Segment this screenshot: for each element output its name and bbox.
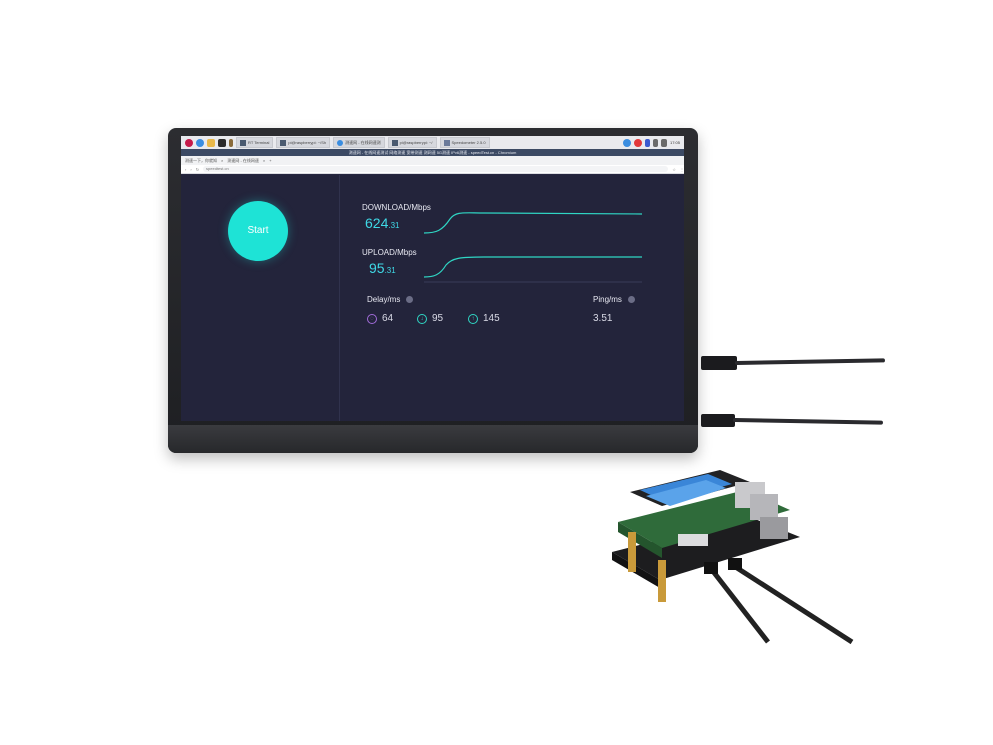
taskbar-task-3[interactable]: 测速网 - 在线网速测 (333, 137, 385, 148)
download-arrow-icon: ↓ (417, 313, 427, 324)
tab-close-icon[interactable]: × (221, 158, 224, 163)
address-bar: ‹ › ↻ speedtest.cn ☆ ⋮ (181, 165, 684, 174)
download-value: 624.31 (365, 215, 399, 231)
task-app-icon (240, 139, 246, 146)
panel-divider (339, 175, 340, 421)
tab-1[interactable]: 测速一下，你就知 (185, 157, 217, 163)
pi-plug-2 (728, 558, 742, 570)
start-button[interactable]: Start (228, 201, 288, 261)
usb-port (750, 494, 778, 520)
usb-c-plug-top (701, 356, 737, 370)
taskbar-task-1[interactable]: RT Terminal (236, 137, 274, 148)
url-input[interactable]: speedtest.cn (203, 166, 669, 172)
raspberry-pi-board (612, 470, 854, 645)
taskbar-task-2[interactable]: pi@raspberrypi: ~/Sh (276, 137, 331, 148)
task-app-icon (337, 139, 344, 146)
browser-icon[interactable] (196, 138, 204, 147)
ethernet-port (760, 517, 788, 539)
monitor-bezel (168, 425, 698, 453)
raspberry-menu-icon[interactable] (185, 138, 193, 147)
cable-bottom (732, 418, 884, 425)
standoff (658, 560, 666, 602)
window-title: 测速网 - 在线网速测试 网络测速 宽带测速 测网速 5G测速 IPv6测速 -… (181, 149, 684, 156)
standoff (628, 532, 636, 572)
upload-label: UPLOAD/Mbps (362, 248, 417, 257)
download-line (424, 212, 642, 234)
taskbar: RT Terminal pi@raspberrypi: ~/Sh 测速网 - 在… (181, 136, 684, 149)
portable-monitor: RT Terminal pi@raspberrypi: ~/Sh 测速网 - 在… (168, 128, 698, 453)
module-connector (678, 534, 708, 546)
terminal-icon[interactable] (218, 138, 226, 147)
pi-plug-1 (704, 562, 718, 574)
menu-icon[interactable]: ⋮ (680, 166, 684, 172)
task-app-icon (391, 139, 398, 146)
network-icon[interactable] (652, 138, 658, 147)
forward-icon[interactable]: › (190, 166, 192, 172)
task-app-icon (443, 139, 450, 146)
cable-to-pi-2 (732, 563, 854, 645)
cable-top (734, 358, 886, 365)
taskbar-task-5[interactable]: Speedometer 2.5.0 (439, 137, 490, 148)
tab-strip: 测速一下，你就知 × 测速网 - 在线网速 × + (181, 156, 684, 165)
update-icon[interactable] (622, 138, 631, 147)
delay-label: Delay/ms (367, 295, 414, 304)
download-dec: .31 (388, 221, 400, 230)
clock: 17:05 (669, 140, 680, 145)
delay-download: ↓ 95 (417, 313, 443, 324)
task-app-icon (280, 139, 287, 146)
back-icon[interactable]: ‹ (185, 166, 187, 172)
pi-hat-edge (618, 522, 662, 558)
upload-int: 95 (369, 260, 385, 276)
stop-icon[interactable] (633, 138, 642, 147)
screen: RT Terminal pi@raspberrypi: ~/Sh 测速网 - 在… (181, 136, 684, 421)
usb-c-plug-bottom (701, 414, 735, 427)
delay-upload: ↑ 145 (468, 313, 500, 324)
ping-info-icon[interactable] (627, 296, 635, 304)
ping-label: Ping/ms (593, 295, 635, 304)
speedtest-panel: Start DOWNLOAD/Mbps 624.31 UPLOAD/Mbps 9… (181, 175, 684, 421)
upload-arrow-icon: ↑ (468, 313, 478, 324)
idle-icon: ◌ (367, 313, 377, 324)
download-int: 624 (365, 215, 389, 231)
upload-line (424, 256, 642, 278)
bluetooth-icon[interactable] (644, 138, 650, 147)
upload-graph (424, 256, 642, 283)
folder-icon[interactable] (207, 138, 215, 147)
reload-icon[interactable]: ↻ (195, 166, 200, 172)
download-label: DOWNLOAD/Mbps (362, 203, 431, 212)
upload-dec: .31 (384, 266, 396, 275)
cable-to-pi-1 (710, 568, 770, 644)
download-graph (424, 212, 642, 234)
taskbar-task-4[interactable]: pi@raspberrypi: ~/ (387, 137, 437, 148)
delay-idle: ◌ 64 (367, 313, 393, 324)
system-tray: 17:05 (622, 138, 684, 147)
heatsink-fins (646, 480, 726, 506)
delay-info-icon[interactable] (406, 296, 414, 304)
pen-icon[interactable] (229, 138, 233, 147)
tab-2[interactable]: 测速网 - 在线网速 (227, 157, 259, 163)
ping-value: 3.51 (593, 313, 613, 324)
bookmark-icon[interactable]: ☆ (672, 166, 676, 172)
upload-value: 95.31 (369, 260, 396, 276)
new-tab-icon[interactable]: + (269, 158, 272, 163)
tab-close-icon[interactable]: × (262, 158, 266, 163)
volume-icon[interactable] (660, 138, 667, 147)
